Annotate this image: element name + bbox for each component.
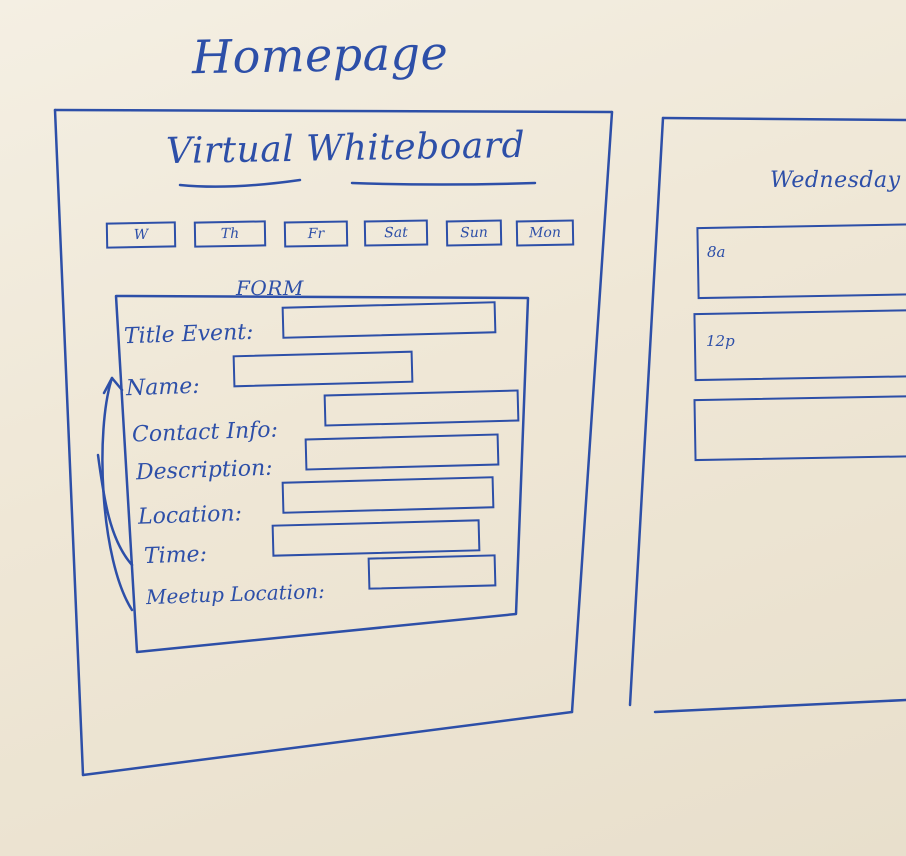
time-input[interactable] <box>271 519 481 557</box>
time-slot-8a[interactable] <box>696 222 906 300</box>
homepage-frame-top <box>53 108 614 114</box>
form-arrow-head <box>102 376 124 395</box>
contact-info-input[interactable] <box>323 389 520 427</box>
tab-friday[interactable]: Fr <box>283 220 349 248</box>
form-box <box>114 294 530 654</box>
name-input[interactable] <box>232 350 414 388</box>
homepage-frame-bottom <box>81 710 574 777</box>
slot-label-12p: 12p <box>706 332 735 350</box>
field-label-name: Name: <box>125 373 201 402</box>
tab-wednesday[interactable]: W <box>105 221 177 249</box>
title-event-input[interactable] <box>281 301 497 339</box>
location-input[interactable] <box>281 476 495 514</box>
field-label-contact-info: Contact Info: <box>131 417 279 448</box>
page-title: Homepage <box>191 25 449 85</box>
meetup-location-input[interactable] <box>367 554 497 590</box>
day-frame-top <box>661 116 906 122</box>
field-label-time: Time: <box>143 541 208 570</box>
day-frame-left <box>628 116 665 707</box>
app-title: Virtual Whiteboard <box>165 124 526 173</box>
slot-label-8a: 8a <box>707 243 726 261</box>
tab-sunday[interactable]: Sun <box>445 219 503 247</box>
field-label-description: Description: <box>135 455 274 486</box>
title-underline-right <box>350 181 537 186</box>
tab-thursday[interactable]: Th <box>193 220 267 248</box>
tab-monday[interactable]: Mon <box>515 219 575 247</box>
time-slot-empty[interactable] <box>693 394 906 462</box>
field-label-location: Location: <box>137 501 243 530</box>
form-heading: FORM <box>236 276 304 300</box>
homepage-frame-left <box>53 108 85 777</box>
day-frame-bottom <box>653 698 906 714</box>
field-label-title-event: Title Event: <box>123 319 254 350</box>
tab-saturday[interactable]: Sat <box>363 219 429 247</box>
description-input[interactable] <box>304 433 500 471</box>
title-underline-left <box>178 178 302 188</box>
form-arrow-branch <box>96 453 134 567</box>
homepage-frame-right <box>570 110 614 714</box>
day-view-title: Wednesday <box>770 168 901 193</box>
